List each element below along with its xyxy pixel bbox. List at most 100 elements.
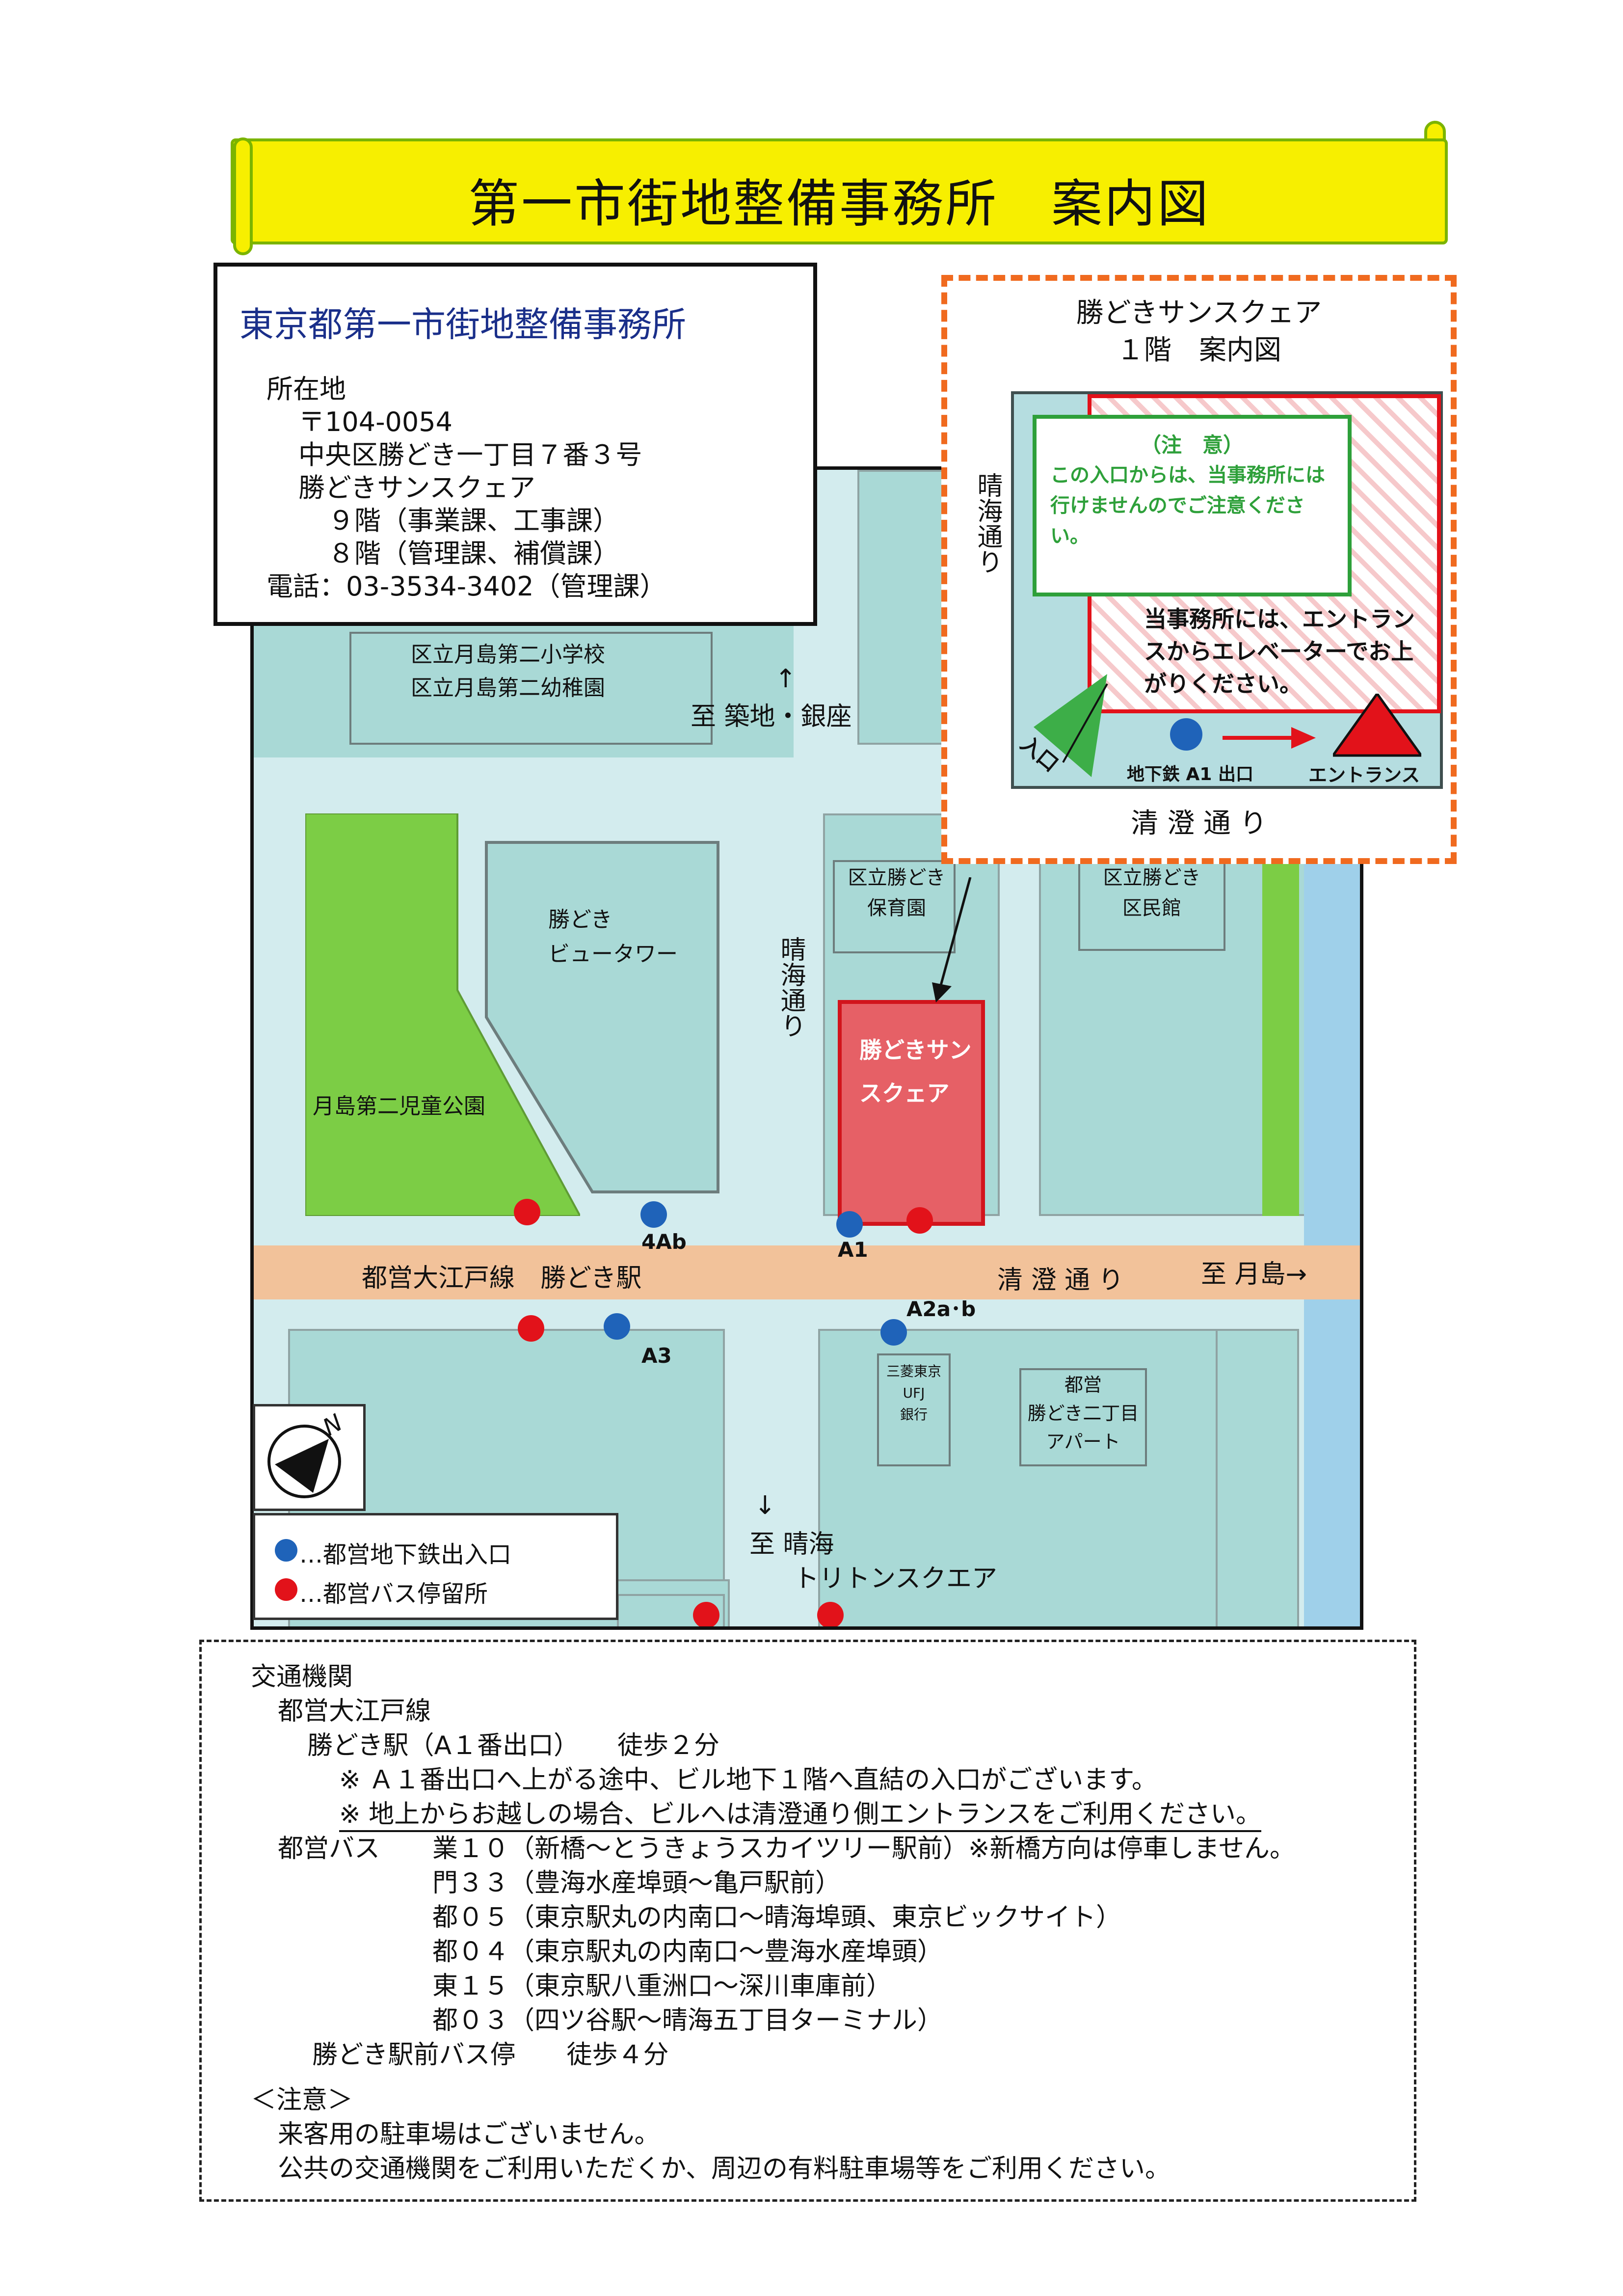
floor-8: ８階（管理課、補償課） [328, 538, 619, 569]
inset-harumi-label: 晴海通り [966, 472, 1002, 574]
kumin-label: 区立勝どき 区民館 [1073, 863, 1230, 923]
map-block-south [818, 1329, 1260, 1626]
inset-floor-plan: （注 意） この入口からは、当事務所には行けませんのでご注意ください。 当事務所… [1011, 391, 1443, 789]
kumin-label-1: 区立勝どき [1103, 866, 1201, 889]
exit-4ab-label: 4Ab [641, 1230, 687, 1254]
bank-block [877, 1353, 951, 1466]
bus-label: 都営バス [278, 1834, 380, 1864]
station-label: 都営大江戸線 勝どき駅 [362, 1264, 642, 1293]
compass-icon [267, 1425, 341, 1498]
kumin-label-2: 区民館 [1122, 897, 1181, 919]
compass-box: N [253, 1404, 366, 1511]
bus-stop-2[interactable] [906, 1207, 933, 1234]
floor-9: ９階（事業課、工事課） [328, 505, 619, 536]
inset-entrance-label: エントランス [1308, 764, 1420, 786]
nursery-label-1: 区立勝どき [848, 866, 946, 889]
caution-text: この入口からは、当事務所には行けませんのでご注意ください。 [1050, 464, 1325, 547]
banner-scroll-left [233, 137, 253, 255]
bus-route-2: 門３３（豊海水産埠頭～亀戸駅前） [432, 1868, 841, 1898]
caution-public-transport: 公共の交通機関をご利用いただくか、周辺の有料駐車場等をご利用ください。 [278, 2154, 1171, 2184]
inset-notice: 当事務所には、エントランスからエレベーターでお上がりください。 [1144, 606, 1415, 697]
nursery-label: 区立勝どき 保育園 [823, 863, 970, 923]
direction-arrow-icon [1223, 727, 1316, 749]
transport-heading: 交通機関 [251, 1662, 353, 1692]
main-entrance-icon [1333, 694, 1421, 757]
school-label-1: 区立月島第二小学校 [411, 642, 605, 667]
floor-guide-inset: 勝どきサンスクェア １階 案内図 晴海通り （注 意） この入口からは、当事務所… [941, 275, 1457, 864]
inset-harumi-text: 晴海通り [973, 472, 1002, 574]
side-entrance-icon [1034, 674, 1108, 777]
subway-exit-a1-dot[interactable] [836, 1211, 863, 1238]
transport-line: 都営大江戸線 [278, 1697, 431, 1726]
kiyosumi-road-dash [1073, 1271, 1348, 1275]
nursery-label-2: 保育園 [867, 897, 926, 919]
apart-label-1: 都営 [1064, 1374, 1102, 1396]
apart-block [1019, 1368, 1147, 1466]
transport-note-1: ※ Ａ１番出口へ上がる途中、ビル地下１階へ直結の入口がございます。 [339, 1765, 1157, 1795]
nursery-block [833, 860, 956, 953]
map-block-school-inner [349, 632, 713, 745]
bus-stop-walk: 勝どき駅前バス停 徒歩４分 [312, 2040, 669, 2070]
beauty-tower-label-1: 勝どき [548, 907, 612, 932]
bus-stop-3[interactable] [518, 1315, 544, 1342]
subway-exit-4ab-dot[interactable] [640, 1201, 667, 1228]
subway-exit-a3-dot[interactable] [604, 1313, 630, 1340]
beauty-tower-label-2: ビュータワー [548, 942, 678, 967]
legend-bus-dot [275, 1578, 297, 1601]
title-banner: 第一市街地整備事務所 案内図 [231, 138, 1448, 244]
bus-stop-4[interactable] [693, 1602, 719, 1626]
kiyosumi-label: 清 澄 通 り [997, 1266, 1124, 1295]
address-text: 中央区勝どき一丁目７番３号 [298, 439, 642, 470]
arrow-up: ↑ [775, 664, 797, 694]
caution-heading-transport: ＜注意＞ [251, 2085, 353, 2115]
inset-subtitle: １階 案内図 [1117, 334, 1281, 366]
apart-label-2: 勝どき二丁目 [1027, 1403, 1139, 1424]
beauty-tower-block [484, 840, 720, 1194]
caution-box: （注 意） この入口からは、当事務所には行けませんのでご注意ください。 [1033, 415, 1352, 596]
harumi-street-text: 晴海通り [776, 936, 805, 1038]
transport-info-box: 交通機関 都営大江戸線 勝どき駅（A１番出口） 徒歩２分 ※ Ａ１番出口へ上がる… [199, 1640, 1416, 2202]
office-info-box: 東京都第一市街地整備事務所 所在地 〒104-0054 中央区勝どき一丁目７番３… [213, 263, 817, 626]
park-area [304, 812, 582, 1217]
exit-a1-label: A1 [838, 1238, 868, 1262]
apart-label: 都営 勝どき二丁目 アパート [1005, 1371, 1162, 1456]
caution-parking: 来客用の駐車場はございません。 [278, 2120, 660, 2149]
building-name: 勝どきサンスクェア [298, 472, 535, 503]
bus-route-4: 都０４（東京駅丸の内南口～豊海水産埠頭） [432, 1937, 943, 1967]
bank-label-3: 銀行 [900, 1406, 928, 1423]
inset-subway-label: 地下鉄 A1 出口 [1127, 764, 1253, 784]
arrow-down: ↓ [754, 1491, 776, 1520]
triton-label: トリトンスクエア [794, 1564, 997, 1594]
phone-number: 電話：03-3534-3402（管理課） [266, 571, 666, 602]
map-block-southeast [1216, 1329, 1299, 1626]
address-label: 所在地 [266, 374, 346, 405]
inset-subway-dot [1170, 718, 1202, 751]
bus-stop-1[interactable] [514, 1199, 540, 1225]
legend-subway-label: …都営地下鉄出入口 [299, 1541, 512, 1568]
to-harumi-label: 至 晴海 [749, 1530, 834, 1559]
bank-label-1: 三菱東京 [886, 1363, 941, 1379]
exit-a3-label: A3 [641, 1344, 672, 1368]
inset-kiyosumi-label: 清 澄 通 り [1131, 808, 1267, 839]
to-tsukishima-label: 至 月島→ [1201, 1260, 1307, 1289]
area-map: 区立月島第二小学校 区立月島第二幼稚園 ↑ 至 築地・銀座 月島第二児童公園 勝… [250, 466, 1363, 1630]
bus-stop-5[interactable] [817, 1602, 844, 1626]
river [1304, 813, 1360, 1626]
subway-exit-a2ab-dot[interactable] [880, 1319, 907, 1346]
bus-route-3: 都０５（東京駅丸の内南口～晴海埠頭、東京ビックサイト） [432, 1903, 1122, 1932]
school-label-2: 区立月島第二幼稚園 [411, 675, 605, 701]
exit-a2ab-label: A2a･b [906, 1297, 976, 1321]
bank-label: 三菱東京 UFJ 銀行 [872, 1361, 956, 1426]
inset-title: 勝どきサンスクェア [1076, 297, 1322, 329]
harumi-street-label: 晴海通り [769, 936, 805, 1038]
transport-note-2: ※ 地上からお越しの場合、ビルへは清澄通り側エントランスをご利用ください。 [339, 1793, 1262, 1832]
apart-label-3: アパート [1046, 1431, 1120, 1453]
transport-station: 勝どき駅（A１番出口） 徒歩２分 [307, 1731, 720, 1760]
bus-route-5: 東１５（東京駅八重洲口～深川車庫前） [432, 1972, 892, 2001]
target-building-label: 勝どきサンスクェア [859, 1037, 972, 1107]
map-block-school [254, 625, 794, 757]
bus-route-1: 業１０（新橋～とうきょうスカイツリー駅前）※新橋方向は停車しません。 [432, 1834, 1296, 1864]
caution-heading: （注 意） [1140, 433, 1244, 457]
target-building: 勝どきサンスクェア [838, 1000, 985, 1226]
map-legend: …都営地下鉄出入口 …都営バス停留所 [253, 1513, 618, 1620]
